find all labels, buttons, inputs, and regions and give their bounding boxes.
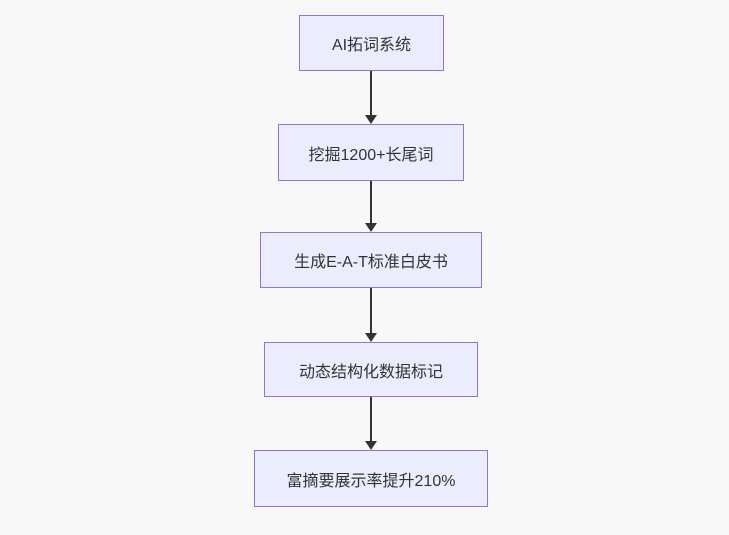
flow-node-eat-standard-whitepaper: 生成E-A-T标准白皮书 — [260, 232, 482, 288]
edge-line — [370, 181, 372, 224]
edge-line — [370, 288, 372, 334]
flow-node-label: 动态结构化数据标记 — [298, 363, 443, 381]
flow-node-ai-keyword-expansion-system: AI拓词系统 — [299, 15, 444, 71]
flow-node-rich-snippet-rate-increase: 富摘要展示率提升210% — [254, 450, 488, 507]
edge-line — [370, 397, 372, 442]
arrowhead-down-icon — [365, 115, 377, 124]
arrowhead-down-icon — [365, 441, 377, 450]
flow-node-label: 挖掘1200+长尾词 — [308, 146, 434, 164]
flow-node-dynamic-structured-data-markup: 动态结构化数据标记 — [264, 342, 478, 397]
flow-node-mine-longtail-keywords: 挖掘1200+长尾词 — [278, 124, 464, 181]
arrowhead-down-icon — [365, 223, 377, 232]
flow-node-label: AI拓词系统 — [331, 37, 412, 54]
flow-node-label: 富摘要展示率提升210% — [286, 472, 456, 490]
edge-line — [370, 71, 372, 116]
flow-node-label: 生成E-A-T标准白皮书 — [294, 254, 448, 271]
arrowhead-down-icon — [365, 333, 377, 342]
